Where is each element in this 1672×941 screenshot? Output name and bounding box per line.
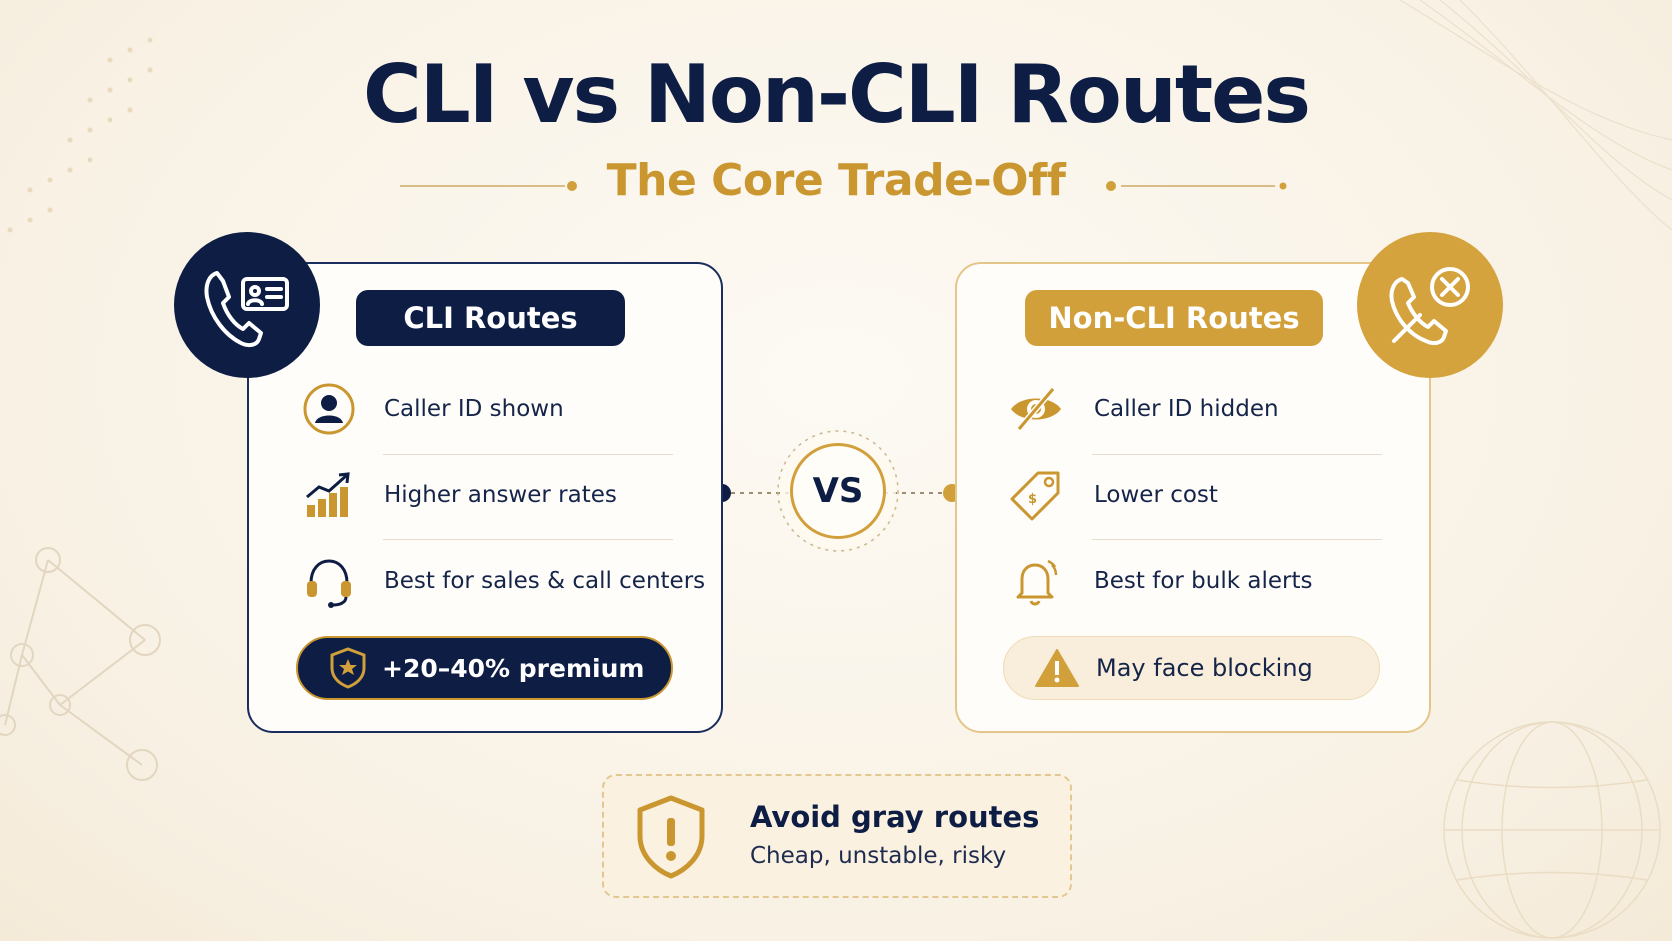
- gray-routes-warning: [602, 774, 1072, 898]
- noncli-item-caller-id: Caller ID hidden: [1006, 379, 1279, 439]
- user-icon: [299, 379, 359, 439]
- page-title: CLI vs Non-CLI Routes: [363, 48, 1311, 141]
- phone-blocked-icon: [1389, 267, 1470, 346]
- price-tag-icon: $: [1006, 465, 1066, 525]
- noncli-item-text: Caller ID hidden: [1094, 396, 1279, 422]
- noncli-item-lower-cost: $ Lower cost: [1006, 465, 1218, 525]
- growth-chart-icon: [299, 465, 359, 525]
- bell-icon: [1006, 551, 1066, 611]
- phone-id-card-icon: [204, 271, 289, 348]
- svg-text:$: $: [1028, 492, 1037, 507]
- premium-pill: +20–40% premium: [296, 636, 673, 700]
- noncli-item-text: Lower cost: [1094, 482, 1218, 508]
- blocking-pill: May face blocking: [1003, 636, 1380, 700]
- blocking-text: May face blocking: [1096, 654, 1313, 682]
- cli-item-text: Higher answer rates: [384, 482, 617, 508]
- warning-title: Avoid gray routes: [750, 800, 1040, 834]
- warning-subtitle: Cheap, unstable, risky: [750, 843, 1007, 869]
- cli-item-text: Best for sales & call centers: [384, 568, 706, 594]
- noncli-item-bulk-alerts: Best for bulk alerts: [1006, 551, 1312, 611]
- divider: [1092, 539, 1382, 540]
- vs-circle: VS: [790, 443, 886, 539]
- cli-item-caller-id: Caller ID shown: [299, 379, 564, 439]
- noncli-item-text: Best for bulk alerts: [1094, 568, 1313, 594]
- divider: [383, 454, 673, 455]
- subtitle-row: The Core Trade-Off: [0, 155, 1672, 215]
- shield-star-icon: [328, 646, 368, 690]
- cli-item-answer-rates: Higher answer rates: [299, 465, 617, 525]
- page-subtitle: The Core Trade-Off: [606, 155, 1066, 206]
- cli-badge: [174, 232, 320, 378]
- globe-decoration: [1443, 721, 1661, 939]
- noncli-routes-label: Non-CLI Routes: [1025, 290, 1323, 346]
- network-nodes-decoration: [0, 547, 161, 781]
- shield-alert-icon: [637, 795, 705, 879]
- divider: [383, 539, 673, 540]
- headset-icon: [299, 551, 359, 611]
- noncli-badge: [1357, 232, 1503, 378]
- warning-icon: [1034, 648, 1080, 688]
- divider: [1092, 454, 1382, 455]
- cli-item-text: Caller ID shown: [384, 396, 564, 422]
- cli-item-sales: Best for sales & call centers: [299, 551, 705, 611]
- eye-off-icon: [1006, 379, 1066, 439]
- cli-routes-label: CLI Routes: [356, 290, 625, 346]
- premium-text: +20–40% premium: [382, 653, 645, 683]
